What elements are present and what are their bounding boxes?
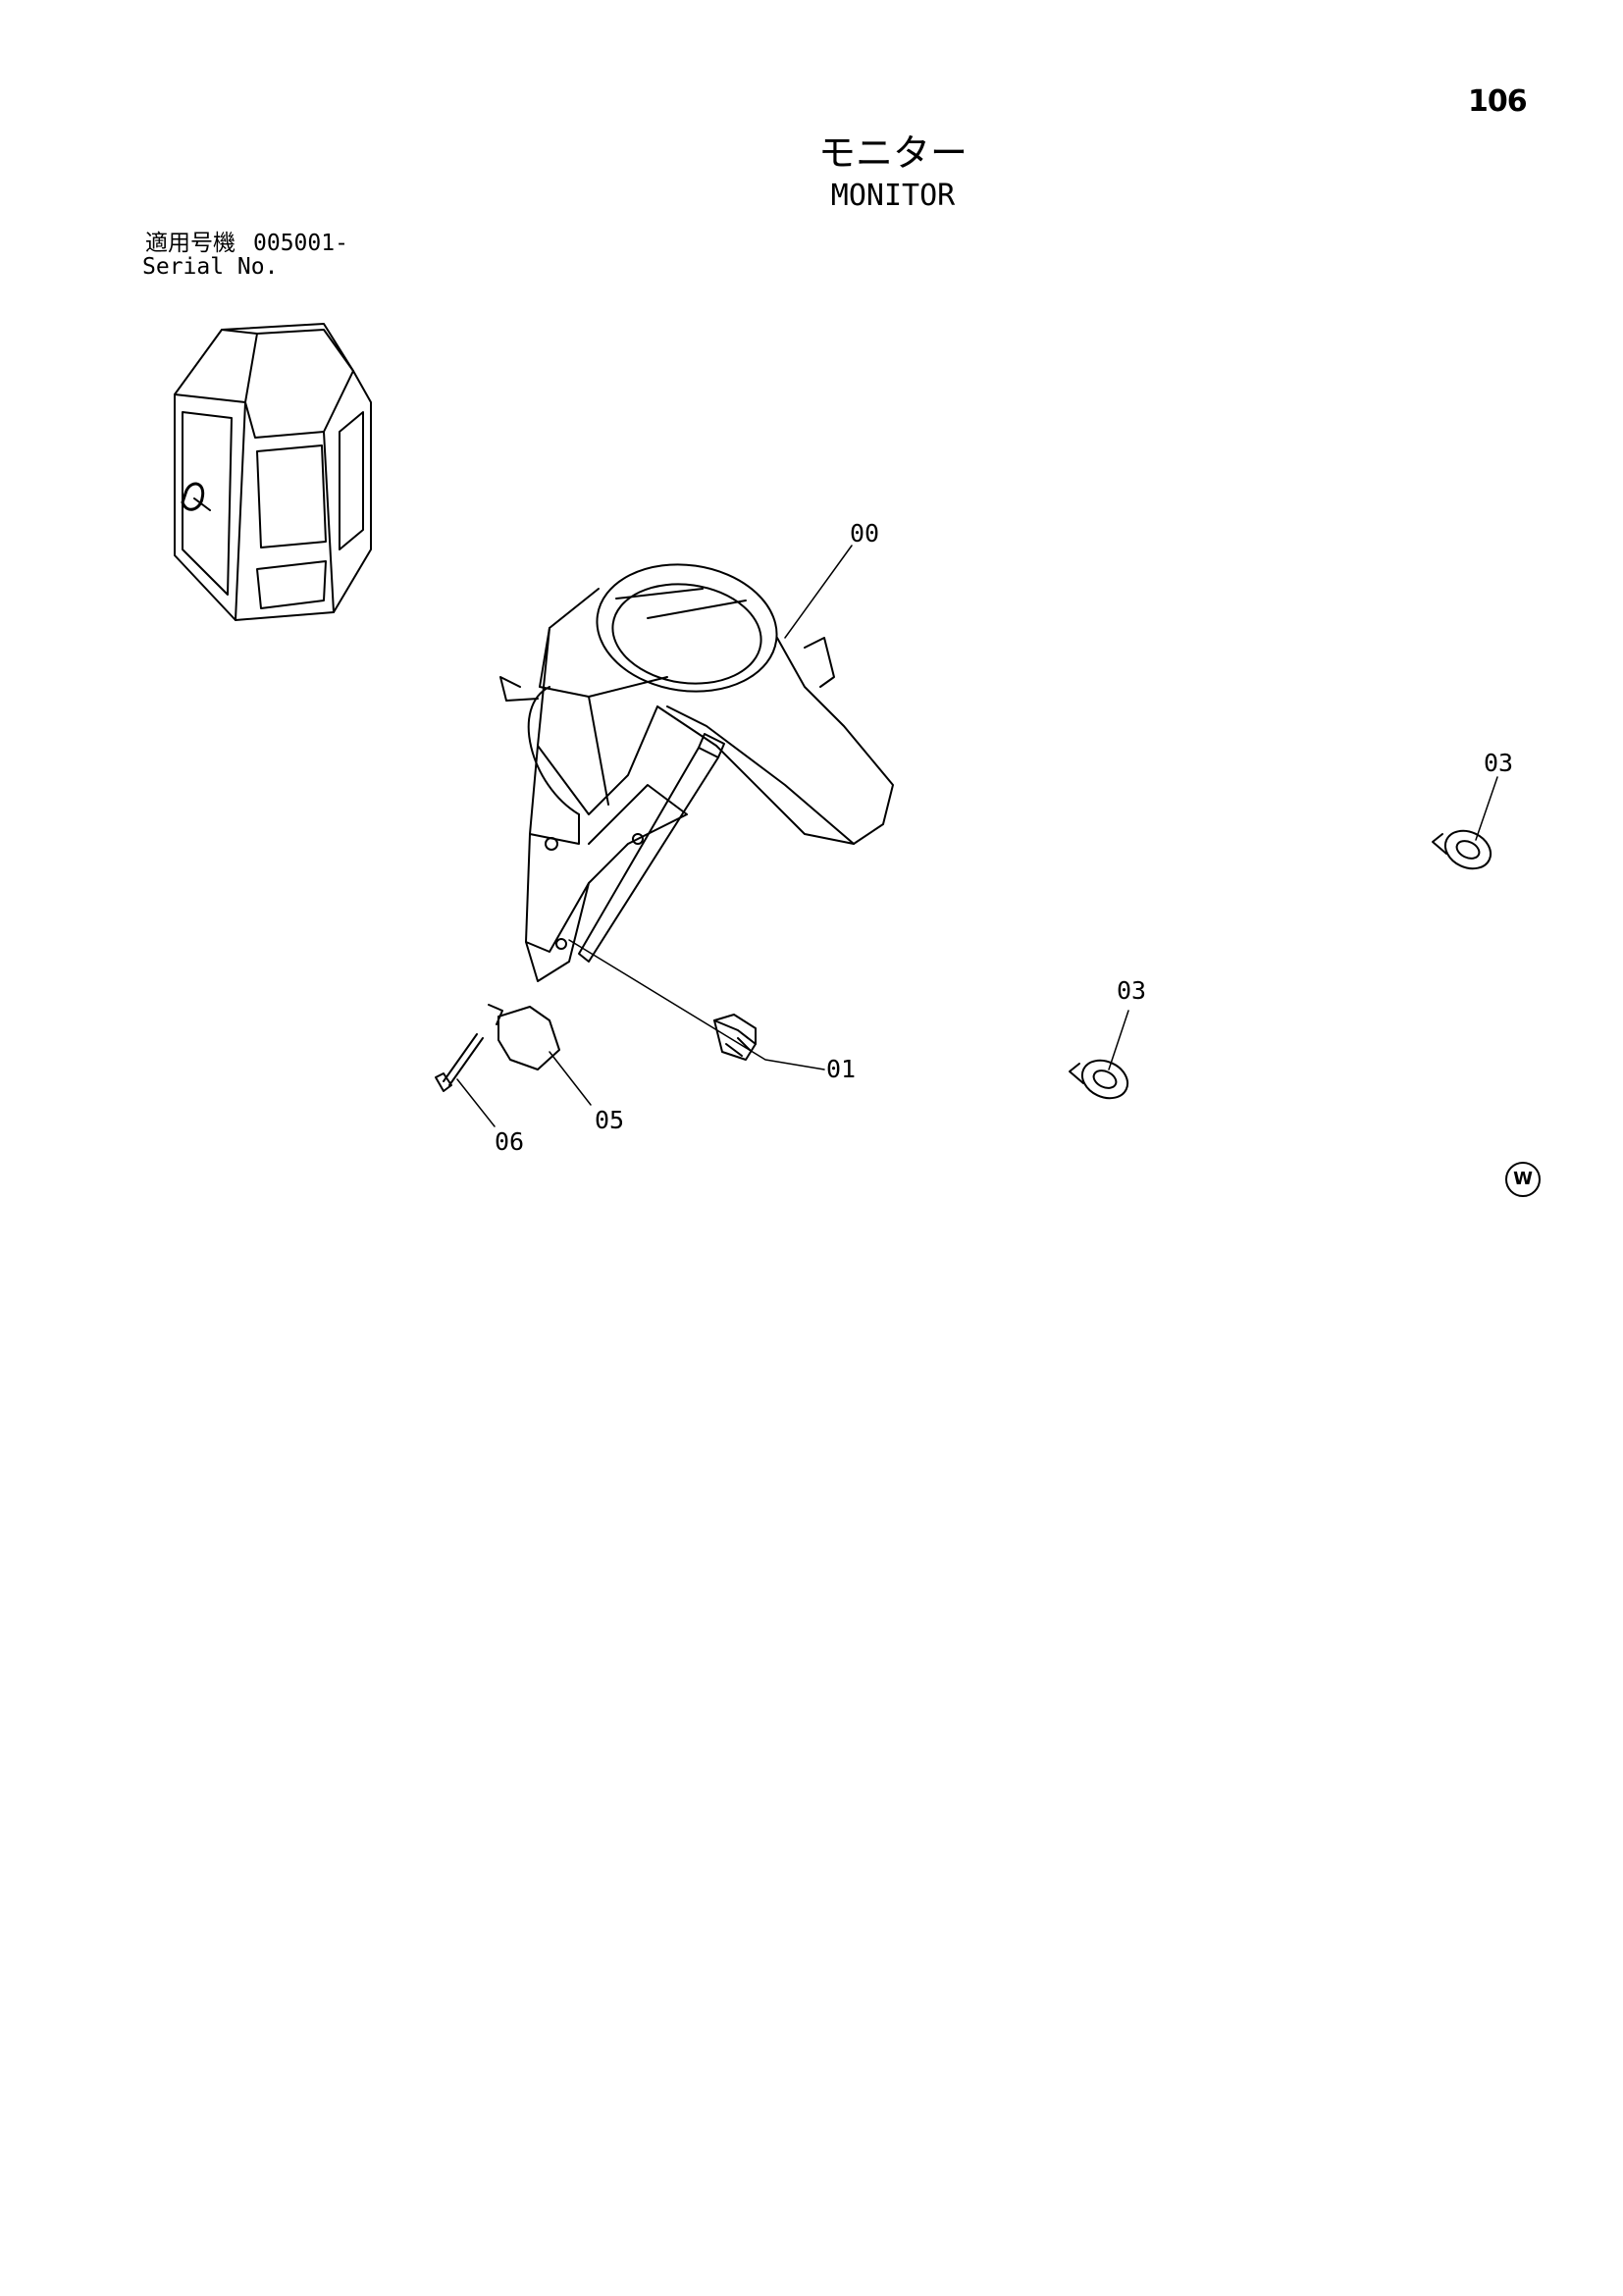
cab-thumbnail [174, 323, 372, 621]
clamp-upper [1432, 829, 1492, 870]
callout-05: 05 [595, 1106, 625, 1134]
serial-row-jp: 適用号機 005001- [145, 232, 348, 255]
clamp-lower [1069, 1059, 1129, 1100]
bolt [713, 1014, 757, 1061]
watermark-badge: W [1505, 1162, 1541, 1197]
callout-03-lower: 03 [1117, 976, 1147, 1005]
serial-value: 005001- [253, 231, 348, 256]
callout-06: 06 [495, 1127, 525, 1156]
serial-label-en: Serial No. [142, 254, 279, 280]
title-japanese: モニター [817, 131, 968, 175]
callout-00: 00 [850, 519, 880, 548]
leader-lines [456, 545, 1498, 1127]
callout-01: 01 [826, 1055, 857, 1083]
serial-label-jp: 適用号機 [145, 231, 236, 256]
knob [488, 1004, 560, 1070]
title-block: モニター MONITOR [746, 130, 1040, 216]
pin [435, 1033, 484, 1092]
page-number: 106 [1468, 84, 1528, 119]
callout-03-upper: 03 [1484, 749, 1514, 777]
title-english: MONITOR [830, 179, 956, 213]
monitor-housing [499, 563, 894, 982]
serial-block: 適用号機 005001- Serial No. [142, 232, 348, 280]
